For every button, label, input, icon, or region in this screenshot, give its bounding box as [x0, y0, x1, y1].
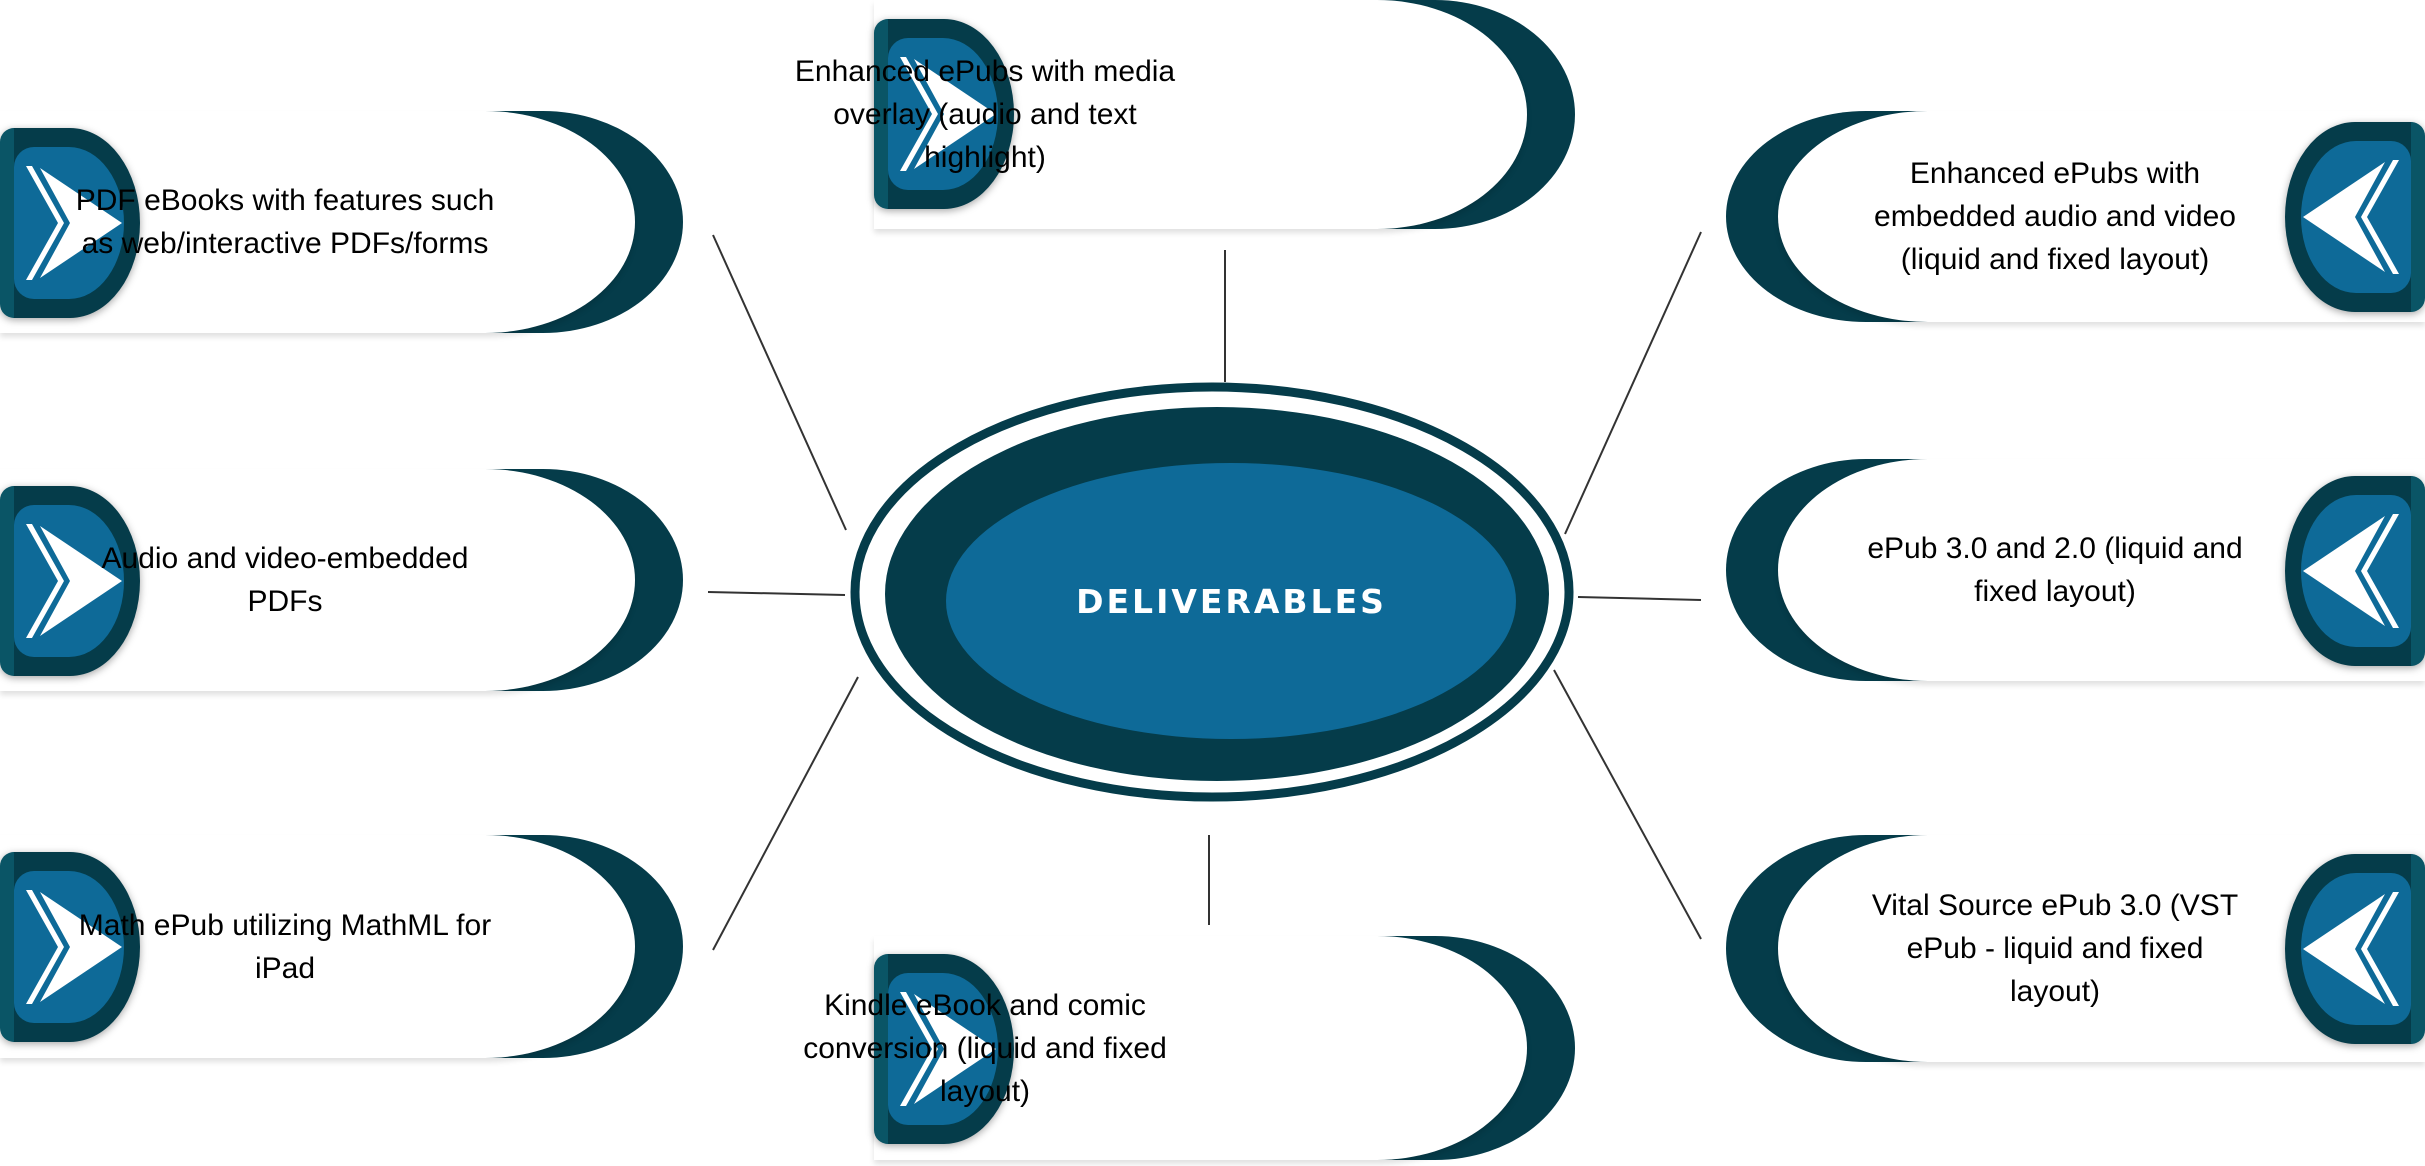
deliverable-card-top: Enhanced ePubs with media overlay (audio…	[795, 0, 1575, 229]
connector-line	[712, 676, 859, 951]
deliverable-card-r3: Vital Source ePub 3.0 (VST ePub - liquid…	[1726, 835, 2425, 1062]
card-label: Math ePub utilizing MathML for iPad	[78, 908, 492, 985]
chevron-left-icon	[2303, 514, 2399, 628]
chevron-right-icon	[26, 166, 122, 280]
chevron-left-icon-badge	[2285, 122, 2425, 312]
chevron-left-icon	[2303, 160, 2399, 274]
chevron-right-icon-badge	[874, 954, 1014, 1144]
chevron-right-icon-badge	[0, 486, 140, 676]
deliverable-card-l2: Audio and video-embedded PDFs	[0, 469, 683, 691]
chevron-right-icon-badge	[0, 128, 140, 318]
deliverable-card-r1: Enhanced ePubs with embedded audio and v…	[1726, 111, 2425, 322]
connector-line	[1564, 231, 1702, 535]
card-label: Kindle eBook and comic conversion (liqui…	[803, 988, 1167, 1108]
chevron-left-icon-badge	[2285, 854, 2425, 1044]
deliverable-card-r2: ePub 3.0 and 2.0 (liquid and fixed layou…	[1726, 459, 2425, 681]
connector-line	[707, 591, 846, 596]
card-label: ePub 3.0 and 2.0 (liquid and fixed layou…	[1867, 532, 2243, 608]
connector-line	[1577, 596, 1702, 601]
card-label: Vital Source ePub 3.0 (VST ePub - liquid…	[1871, 889, 2239, 1008]
chevron-right-icon	[900, 992, 996, 1106]
connector-line	[712, 234, 847, 531]
card-label: Enhanced ePubs with embedded audio and v…	[1874, 157, 2236, 276]
chevron-left-icon	[2303, 892, 2399, 1006]
deliverable-card-l1: PDF eBooks with features such as web/int…	[0, 111, 683, 333]
deliverable-card-l3: Math ePub utilizing MathML for iPad	[0, 835, 683, 1058]
chevron-left-icon-badge	[2285, 476, 2425, 666]
chevron-right-icon	[26, 890, 122, 1004]
chevron-right-icon-badge	[874, 19, 1014, 209]
chevron-right-icon-badge	[0, 852, 140, 1042]
card-label: Enhanced ePubs with media overlay (audio…	[794, 55, 1176, 174]
center-title: DELIVERABLES	[1076, 582, 1387, 621]
deliverable-card-bottom: Kindle eBook and comic conversion (liqui…	[803, 936, 1575, 1160]
card-label: Audio and video-embedded PDFs	[101, 542, 469, 618]
chevron-right-icon	[26, 524, 122, 638]
chevron-right-icon	[900, 57, 996, 171]
card-label: PDF eBooks with features such as web/int…	[75, 184, 495, 260]
center-ellipse	[850, 382, 1574, 802]
connector-line	[1553, 669, 1702, 940]
